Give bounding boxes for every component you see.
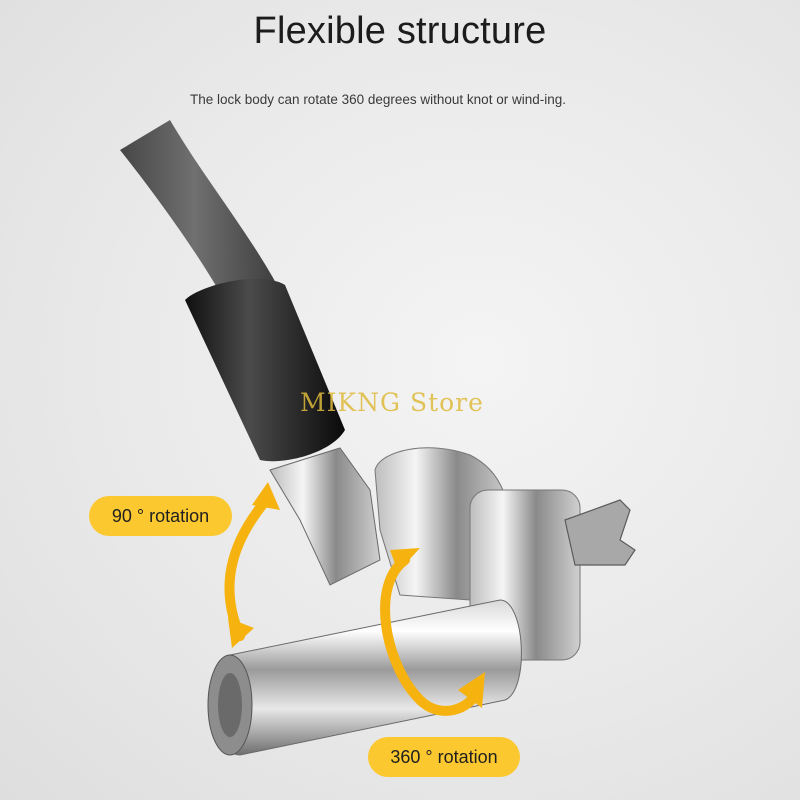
rotation-90-arrow xyxy=(224,493,273,641)
rubber-sleeve xyxy=(185,278,345,462)
rotation-360-label: 360 ° rotation xyxy=(368,737,520,777)
swivel-joint xyxy=(269,447,381,586)
page-title: Flexible structure xyxy=(253,10,547,52)
lock-prongs xyxy=(564,499,636,566)
lock-cylinder xyxy=(211,599,522,756)
cable xyxy=(120,120,285,320)
feature-description: The lock body can rotate 360 degrees wit… xyxy=(190,92,566,107)
store-watermark: MIKNG Store xyxy=(300,388,484,417)
rotation-90-label: 90 ° rotation xyxy=(89,496,232,536)
rotation-360-arrow xyxy=(380,555,483,716)
